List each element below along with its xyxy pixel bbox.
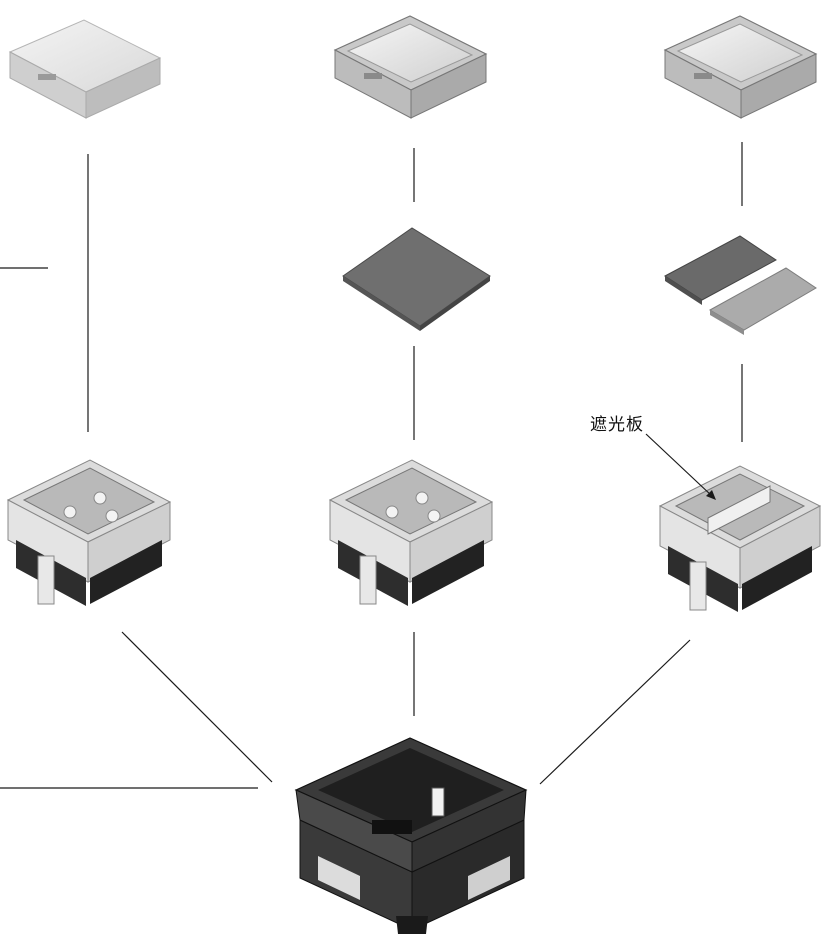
line-shield-leader <box>646 434 712 496</box>
line-right-holder-to-housing <box>540 640 690 784</box>
lamp-holder-left <box>8 460 170 606</box>
filter-square-center <box>343 228 490 331</box>
clear-cap-right <box>665 16 816 118</box>
opaque-cap-left <box>10 20 160 118</box>
lamp-holder-center <box>330 460 492 606</box>
clear-cap-center <box>335 16 486 118</box>
line-left-holder-to-housing <box>122 632 272 782</box>
connector-lines <box>0 142 742 788</box>
lamp-holder-right-with-shield <box>660 466 820 612</box>
light-shield-label: 遮光板 <box>590 410 644 435</box>
main-housing <box>296 738 526 934</box>
